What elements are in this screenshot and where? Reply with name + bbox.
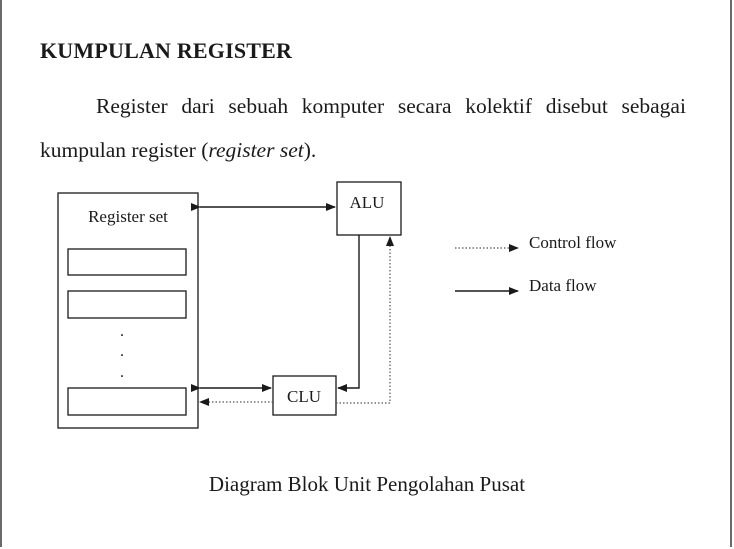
alu-block bbox=[336, 181, 402, 236]
clu-label: CLU bbox=[287, 387, 321, 406]
diagram-caption: Diagram Blok Unit Pengolahan Pusat bbox=[208, 472, 526, 496]
paragraph-line-1: Register dari sebuah komputer secara kol… bbox=[40, 84, 686, 128]
ellipsis-dot: . bbox=[120, 343, 124, 360]
register-set-block bbox=[57, 192, 199, 429]
alu-clu-data-arrow bbox=[337, 235, 360, 392]
paragraph-word: disebut bbox=[545, 94, 608, 118]
paragraph-word: kolektif bbox=[465, 94, 533, 118]
register-slot bbox=[67, 290, 187, 319]
paragraph-line-2: kumpulan register (register set). bbox=[40, 128, 686, 172]
register-slot bbox=[67, 387, 187, 416]
register-set-label: Register set bbox=[88, 207, 168, 226]
clu-block bbox=[272, 375, 337, 416]
paragraph-word: komputer bbox=[301, 94, 385, 118]
legend-data-flow-label: Data flow bbox=[529, 276, 597, 295]
section-heading: KUMPULAN REGISTER bbox=[40, 38, 293, 63]
paragraph-italic-term: register set bbox=[208, 138, 304, 162]
body-paragraph: Register dari sebuah komputer secara kol… bbox=[40, 84, 686, 172]
paragraph-word: sebagai bbox=[621, 94, 686, 118]
paragraph-word: sebuah bbox=[228, 94, 289, 118]
register-slot bbox=[67, 248, 187, 276]
clu-alu-control-arrow bbox=[336, 236, 394, 404]
legend-control-flow-label: Control flow bbox=[529, 233, 617, 252]
paragraph-text: kumpulan register ( bbox=[40, 138, 209, 162]
paragraph-word: secara bbox=[397, 94, 452, 118]
paragraph-word: dari bbox=[181, 94, 215, 118]
paragraph-word: Register bbox=[96, 94, 168, 118]
alu-label: ALU bbox=[350, 193, 385, 212]
paragraph-text: ). bbox=[303, 138, 317, 162]
ellipsis-dot: . bbox=[120, 323, 124, 340]
ellipsis-dot: . bbox=[120, 364, 124, 381]
